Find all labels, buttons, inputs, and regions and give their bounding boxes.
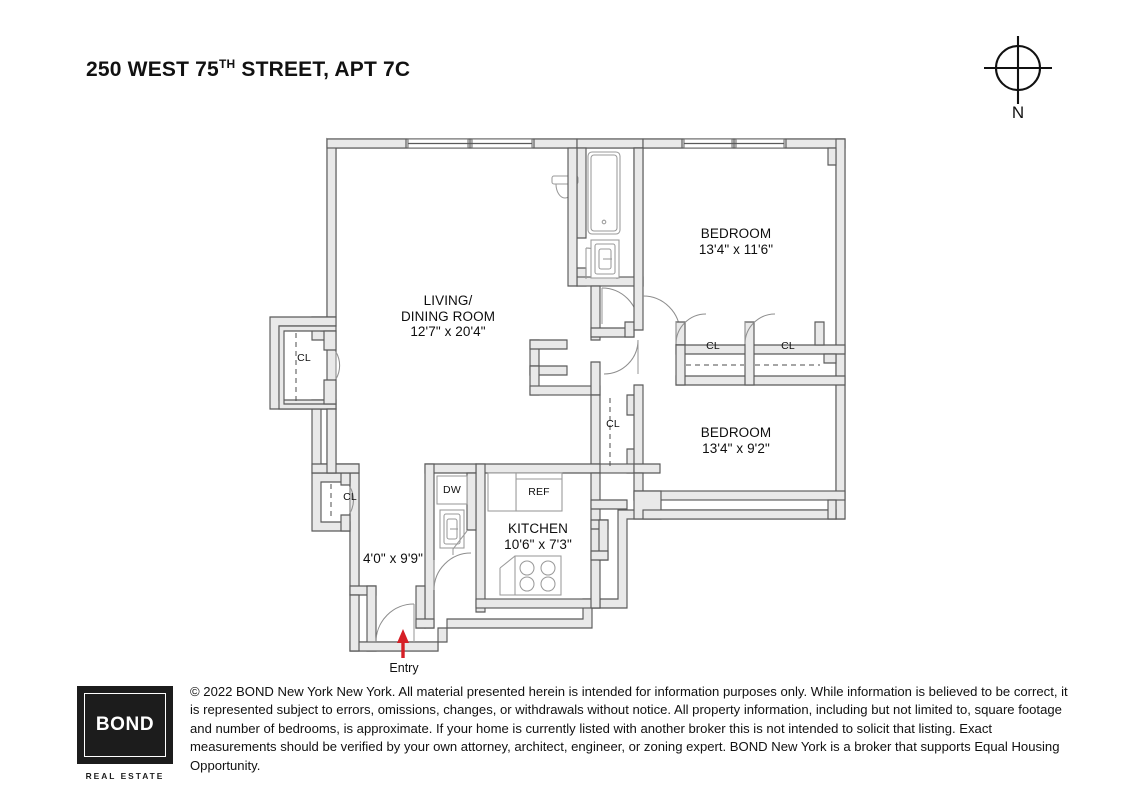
closet-label-living-west: CL [297,352,311,364]
bedroom-1-name: BEDROOM [700,226,772,241]
living-dining-name-1: LIVING/ [423,293,473,308]
bond-logo-wordmark: BOND [95,714,155,735]
bond-logo-subtitle: REAL ESTATE [85,771,165,781]
foyer-dimensions: 4'0" x 9'9" [362,551,424,566]
bond-logo: BOND [77,686,173,764]
compass-north-label: N [1011,103,1025,122]
appliance-label-refrigerator: REF [528,486,550,498]
entry-arrow-icon [397,629,409,658]
living-dining-dimensions: 12'7" x 20'4" [410,324,486,339]
room-label-living-dining: LIVING/ DINING ROOM 12'7" x 20'4" [383,293,513,340]
bedroom-2-dimensions: 13'4" x 9'2" [702,440,770,456]
closet-foyer [311,472,354,532]
title-ordinal-suffix: TH [218,57,236,71]
compass-rose-icon [984,36,1052,104]
closet-hall [590,394,641,474]
room-label-bedroom-2: BEDROOM 13'4" x 9'2" [672,425,800,456]
disclaimer-text: © 2022 BOND New York New York. All mater… [190,684,1068,773]
page-title: 250 WEST 75TH STREET, APT 7C [86,57,410,82]
bedroom-1-dimensions: 13'4" x 11'6" [698,241,774,257]
room-label-kitchen: KITCHEN 10'6" x 7'3" [483,521,593,552]
living-dining-name-2: DINING ROOM [400,308,496,324]
kitchen [475,463,628,613]
appliance-label-dishwasher: DW [443,484,461,496]
window-group-living [405,138,535,149]
dishwasher-sink-alcove [424,463,477,629]
closet-living-west [278,325,341,410]
interior-walls-center [529,147,635,396]
closet-label-bedroom1-right: CL [781,340,795,352]
closet-label-foyer: CL [343,491,357,503]
bond-logo-inner-border: BOND [84,693,166,757]
bedroom-1-walls [633,147,846,386]
room-label-foyer: 4'0" x 9'9" [358,551,428,567]
room-label-bedroom-1: BEDROOM 13'4" x 11'6" [672,226,800,257]
floorplan-drawing: .w { fill:#e9e9e9; stroke:#5a5a5a; strok… [269,137,846,658]
closet-label-bedroom1-left: CL [706,340,720,352]
entry-label: Entry [389,661,419,675]
title-apt: STREET, APT 7C [235,58,411,81]
kitchen-name: KITCHEN [508,521,568,536]
window-group-bedroom1 [681,138,787,149]
bedroom-2-name: BEDROOM [700,425,772,440]
bathroom [551,147,644,287]
bedroom-2-walls [633,384,846,520]
title-street: 250 WEST 75 [86,58,219,81]
kitchen-dimensions: 10'6" x 7'3" [504,536,572,552]
closet-label-hall: CL [606,418,620,430]
